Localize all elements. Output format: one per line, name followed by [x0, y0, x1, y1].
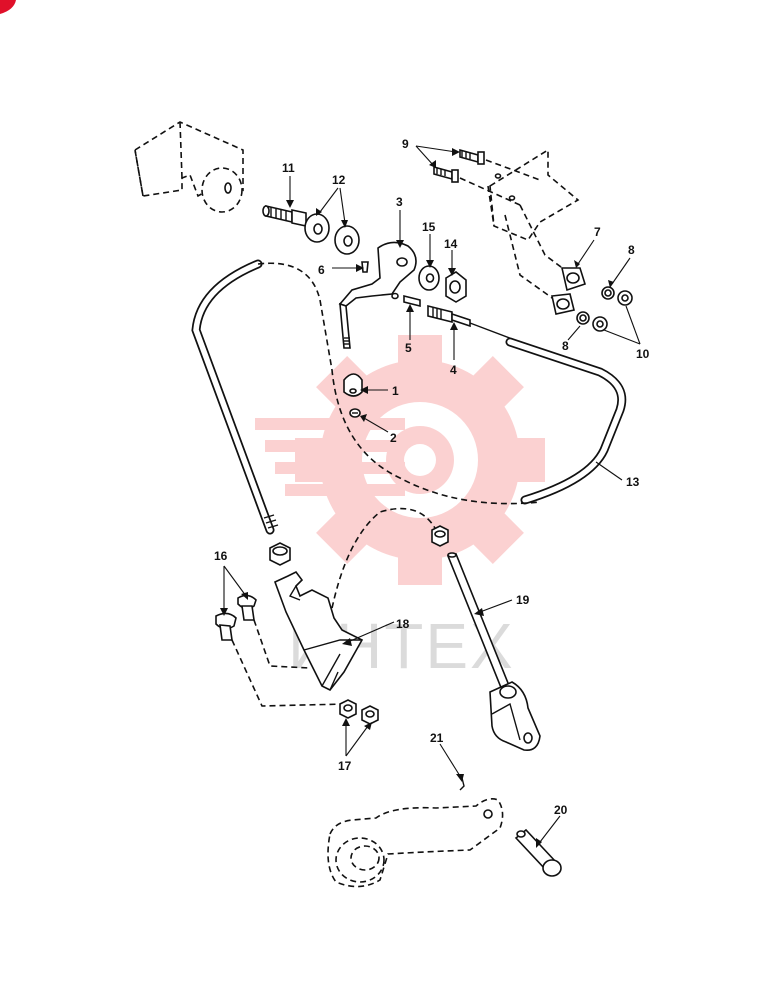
callout-13: 13	[626, 475, 640, 489]
control-rod-left	[191, 259, 279, 535]
callout-1: 1	[392, 384, 399, 398]
rod-end-1	[343, 373, 363, 397]
callout-3: 3	[396, 195, 403, 209]
callout-19: 19	[516, 593, 530, 607]
nut-17-left	[339, 699, 357, 719]
nut-rod-left	[269, 542, 291, 566]
cable-housing-13	[505, 337, 627, 505]
screw-2	[349, 408, 361, 418]
leader-lines	[220, 145, 641, 848]
washer-12-left	[304, 213, 330, 243]
callout-8-upper: 8	[628, 243, 635, 257]
nut-8-lower	[576, 311, 590, 325]
callout-12: 12	[332, 173, 346, 187]
clevis-pin-20	[514, 828, 562, 877]
callout-labels: 1 2 3 4 5 6 7 8 8 9 10 11 12 13 14 15 16…	[214, 137, 650, 817]
frame-bracket-left	[134, 121, 244, 213]
cable-end-4	[427, 304, 516, 341]
bellcrank-lever-3	[338, 241, 417, 349]
nut-14	[445, 271, 467, 303]
cable-route-dashed-lower	[329, 507, 437, 619]
cable-clamp-7-lower	[551, 293, 575, 315]
callout-6: 6	[318, 263, 325, 277]
cable-clamp-7-upper	[560, 267, 586, 292]
callout-15: 15	[422, 220, 436, 234]
stud-11	[262, 204, 307, 227]
nut-8-upper	[601, 286, 615, 300]
nut-rod-19	[431, 525, 449, 547]
callout-7: 7	[594, 225, 601, 239]
bolt-16-lower	[215, 612, 237, 641]
callout-14: 14	[444, 237, 458, 251]
cable-route-dashed	[257, 262, 541, 505]
callout-18: 18	[396, 617, 410, 631]
callout-10: 10	[636, 347, 650, 361]
bolt-9-lower	[433, 165, 459, 183]
nut-10-lower	[592, 316, 608, 332]
callout-17: 17	[338, 759, 352, 773]
callout-2: 2	[390, 431, 397, 445]
nut-17-right	[361, 705, 379, 725]
callout-4: 4	[450, 363, 457, 377]
callout-9: 9	[402, 137, 409, 151]
watermark-logo-icon	[255, 335, 545, 585]
callout-11: 11	[282, 161, 295, 175]
cotter-pin-21	[459, 777, 465, 791]
pin-6	[361, 261, 369, 273]
bolt-9-upper	[459, 148, 485, 165]
corner-mark-icon	[0, 0, 16, 14]
washer-15	[418, 265, 440, 291]
callout-8-lower: 8	[562, 339, 569, 353]
callout-5: 5	[405, 341, 412, 355]
bracket-18	[273, 570, 364, 692]
callout-16: 16	[214, 549, 228, 563]
washer-12-right	[334, 225, 360, 255]
callout-20: 20	[554, 803, 568, 817]
pin-5	[403, 294, 421, 308]
callout-21: 21	[430, 731, 444, 745]
frame-bracket-right	[487, 148, 580, 241]
nut-10-upper	[617, 290, 633, 306]
pedal-lever-dashed	[327, 798, 504, 888]
clevis-19	[489, 681, 541, 752]
